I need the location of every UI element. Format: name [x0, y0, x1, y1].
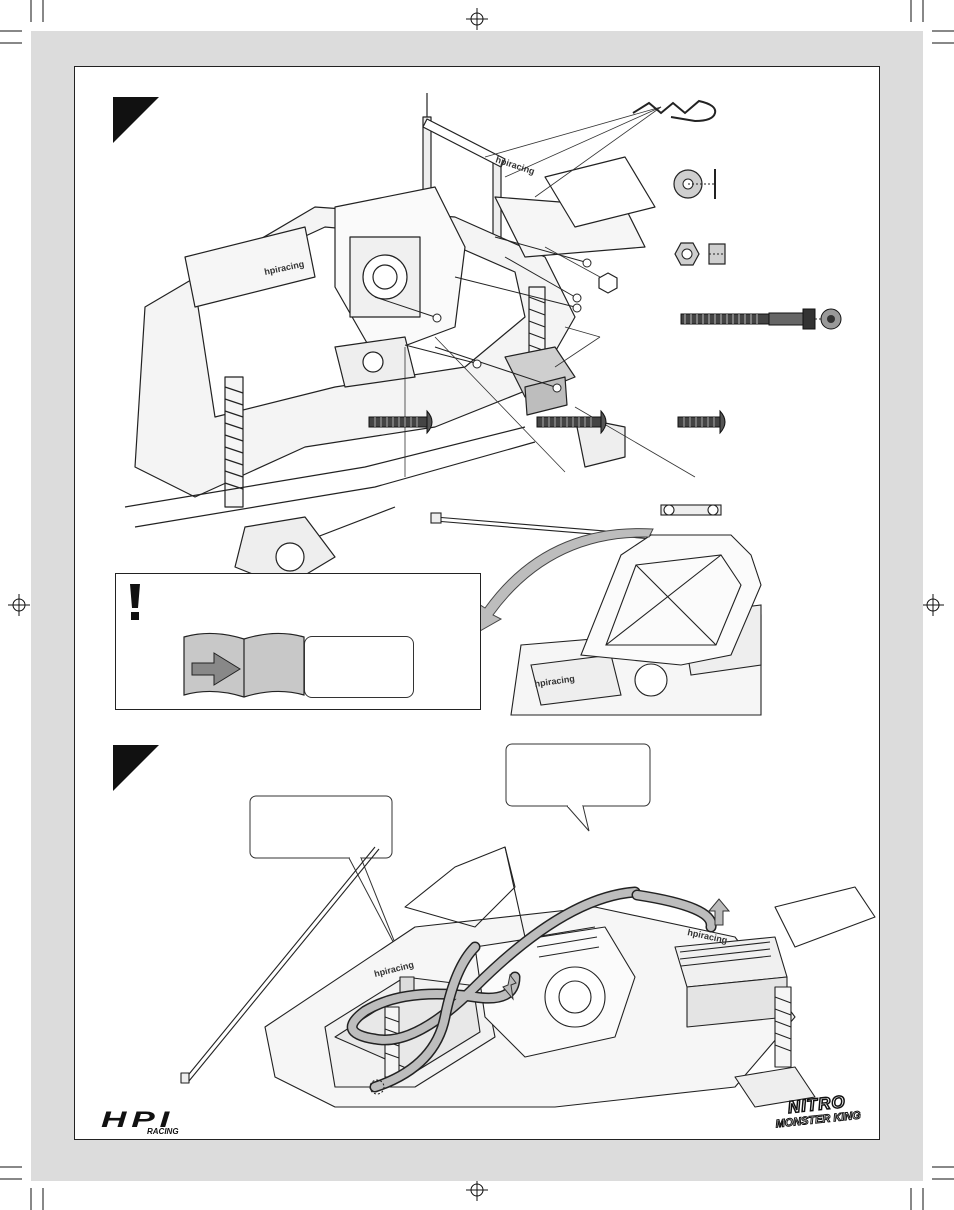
hpi-racing-logo: HPI RACING — [101, 1107, 201, 1137]
nitro-monster-king-logo: NITRO MONSTER KING — [773, 1091, 863, 1139]
body-clip-part — [632, 99, 717, 123]
callout-bubble-left — [249, 795, 400, 954]
instruction-page: hpiracing hpiracing — [74, 66, 880, 1140]
step1-chassis-illustration: hpiracing hpiracing — [124, 93, 696, 588]
step-marker-1 — [113, 97, 159, 143]
caution-box — [115, 573, 481, 710]
washer-part — [673, 169, 716, 199]
hex-wrench-icon — [598, 272, 618, 294]
registration-mark-bottom — [466, 1179, 488, 1201]
button-screw-short — [368, 409, 433, 435]
step-marker-2 — [113, 745, 159, 791]
button-screw-long — [536, 409, 607, 435]
exclamation-icon — [130, 584, 140, 620]
hpi-logo-sub: RACING — [147, 1127, 179, 1136]
callout-bubble-right — [505, 743, 651, 832]
lock-nut-part — [674, 242, 726, 266]
down-arrow-icon — [502, 973, 517, 1001]
cap-screw-part — [680, 308, 842, 330]
registration-mark-left — [8, 594, 30, 616]
hpi-logo-text: HPI — [101, 1107, 175, 1132]
registration-mark-top — [466, 8, 488, 30]
open-manual-icon — [183, 632, 305, 698]
step2-fuel-line-illustration: hpiracing hpiracing — [180, 846, 876, 1108]
button-screw-small — [677, 409, 726, 435]
manual-reference-box — [304, 636, 414, 698]
up-arrow-icon — [707, 898, 731, 926]
registration-mark-right — [922, 594, 944, 616]
